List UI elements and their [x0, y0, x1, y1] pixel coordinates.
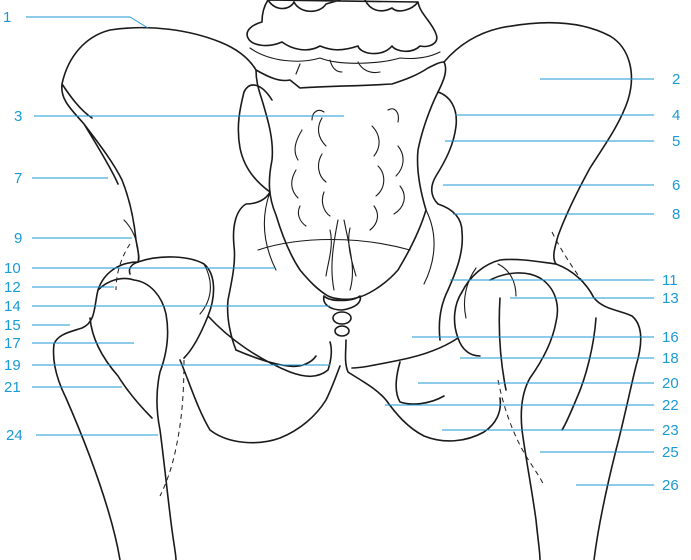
label-21: 21: [4, 379, 21, 396]
label-8: 8: [672, 206, 680, 223]
label-23: 23: [662, 422, 679, 439]
right-femur: [490, 264, 641, 560]
leader-lines: [26, 17, 654, 485]
label-5: 5: [672, 133, 680, 150]
label-18: 18: [662, 350, 679, 367]
right-pubis: [346, 292, 501, 441]
left-femur-neck-line: [116, 244, 184, 496]
right-ilium: [444, 23, 631, 264]
left-ilium: [62, 28, 256, 274]
label-25: 25: [662, 444, 679, 461]
label-13: 13: [662, 290, 679, 307]
left-pubis: [138, 257, 340, 443]
sacrum-outline: [256, 62, 446, 299]
label-19: 19: [4, 357, 21, 374]
right-iliac-inner: [432, 92, 556, 340]
lumbar-vertebra: [247, 0, 437, 54]
label-1: 1: [3, 9, 11, 26]
label-4: 4: [672, 107, 680, 124]
label-9: 9: [14, 230, 22, 247]
sacral-foramina: [292, 109, 405, 290]
label-2: 2: [672, 71, 680, 88]
label-7: 7: [14, 170, 22, 187]
number-labels: 1 2 3 4 5 6 7 8 9 10 11 12 13 14 15 16 1…: [3, 9, 680, 494]
coccyx: [324, 296, 361, 336]
label-12: 12: [4, 279, 21, 296]
label-22: 22: [662, 397, 679, 414]
label-24: 24: [6, 427, 23, 444]
label-26: 26: [662, 477, 679, 494]
label-17: 17: [4, 335, 21, 352]
label-20: 20: [662, 375, 679, 392]
vertebra-detail: [250, 48, 440, 74]
label-6: 6: [672, 177, 680, 194]
label-11: 11: [662, 272, 678, 289]
label-14: 14: [4, 298, 21, 315]
left-femur: [54, 262, 177, 560]
label-3: 3: [14, 108, 22, 125]
left-iliac-inner: [228, 85, 272, 350]
label-10: 10: [4, 260, 21, 277]
label-16: 16: [662, 329, 679, 346]
label-15: 15: [4, 317, 21, 334]
